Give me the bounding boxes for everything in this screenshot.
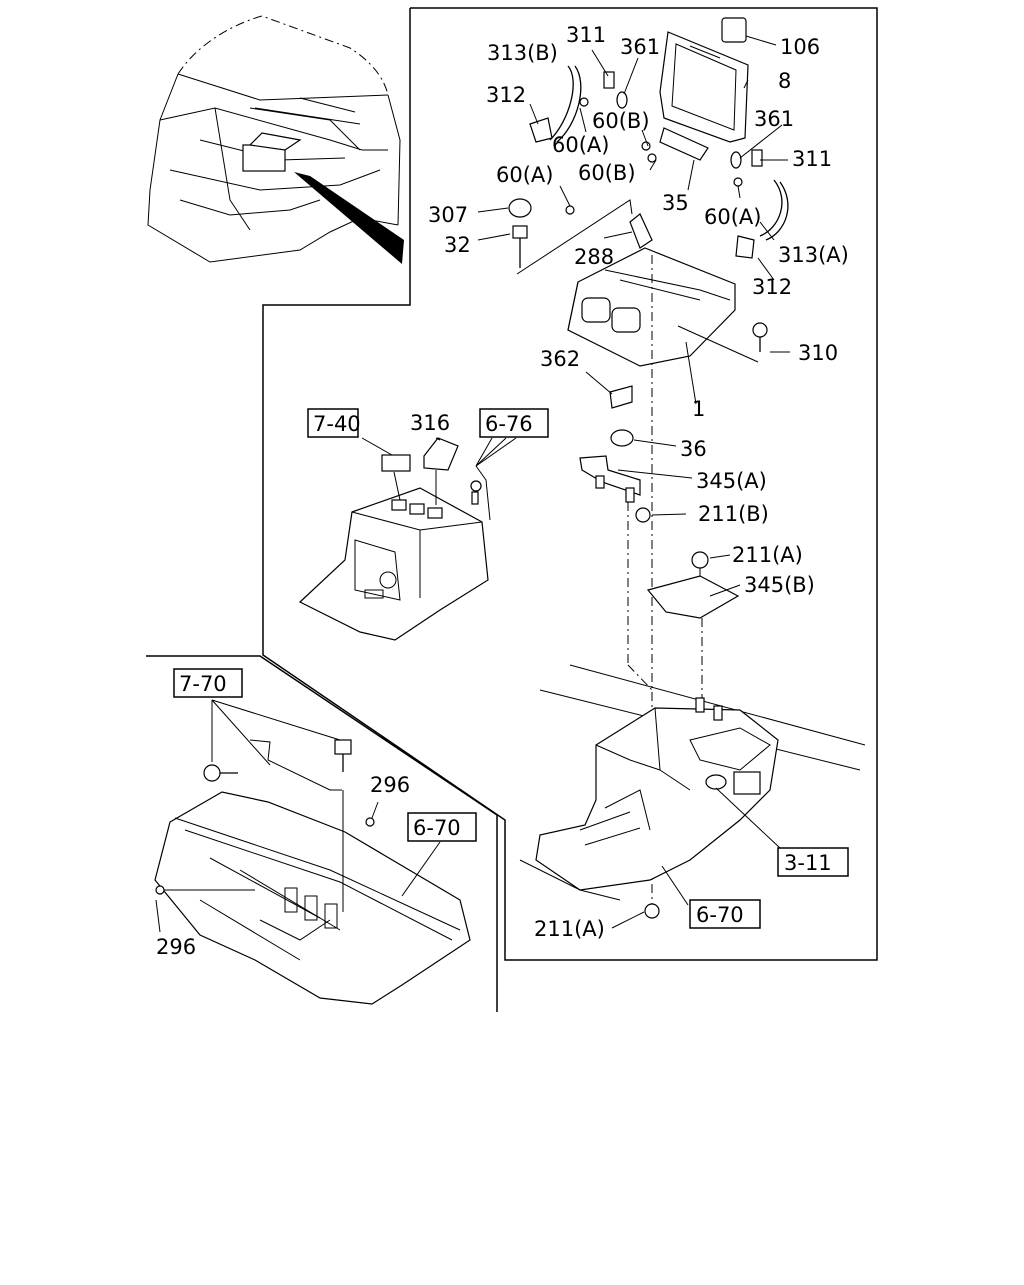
callout-288: 288 [574,245,614,269]
callout-311-right: 311 [792,147,832,171]
ref-6-70-bottom: 6-70 [696,903,744,927]
floor-frame-illustration [154,699,471,1005]
ref-box-6-70 [407,812,477,842]
callout-8: 8 [778,69,791,93]
callout-313-b: 313(B) [487,41,558,65]
callout-60-b-center: 60(B) [578,161,636,185]
callout-316: 316 [410,411,450,435]
floor-console-illustration [519,664,866,919]
callout-60-a-right: 60(A) [704,205,761,229]
callout-345-a: 345(A) [696,469,767,493]
callout-310: 310 [798,341,838,365]
callout-60-b: 60(B) [592,109,650,133]
ref-box-6-76 [479,408,549,438]
callout-361-right: 361 [754,107,794,131]
callout-1: 1 [692,397,705,421]
callout-32: 32 [444,233,471,257]
callout-312-right: 312 [752,275,792,299]
ref-6-70: 6-70 [413,816,461,840]
center-console-illustration [298,437,491,641]
callout-211-b: 211(B) [698,502,769,526]
callout-313-a: 313(A) [778,243,849,267]
callout-345-b: 345(B) [744,573,815,597]
ref-7-40: 7-40 [313,412,361,436]
callout-312: 312 [486,83,526,107]
ref-box-7-70 [173,668,243,698]
reference-boxes: 7-40 6-76 7-70 6-70 3-11 6-70 [173,408,849,929]
callout-296: 296 [370,773,410,797]
callout-106: 106 [780,35,820,59]
roof-console-assembly [508,17,789,905]
callout-labels: 106 8 361 311 313(B) 312 60(A) 60(B) 361… [156,23,849,959]
ref-box-6-70-bottom [689,899,761,929]
ref-7-70: 7-70 [179,672,227,696]
callout-36: 36 [680,437,707,461]
callout-60-a-left: 60(A) [496,163,553,187]
callout-311: 311 [566,23,606,47]
callout-361: 361 [620,35,660,59]
callout-60-a: 60(A) [552,133,609,157]
cab-overview-illustration [147,15,404,264]
ref-box-7-40 [307,408,359,438]
ref-3-11: 3-11 [784,851,832,875]
callout-211-a: 211(A) [732,543,803,567]
ref-box-3-11 [777,847,849,877]
callout-362: 362 [540,347,580,371]
callout-35: 35 [662,191,689,215]
callout-296-left: 296 [156,935,196,959]
callout-307: 307 [428,203,468,227]
ref-6-76: 6-76 [485,412,533,436]
leader-lines [155,49,790,933]
diagram-frame [146,7,878,1012]
callout-211-a-bottom: 211(A) [534,917,605,941]
